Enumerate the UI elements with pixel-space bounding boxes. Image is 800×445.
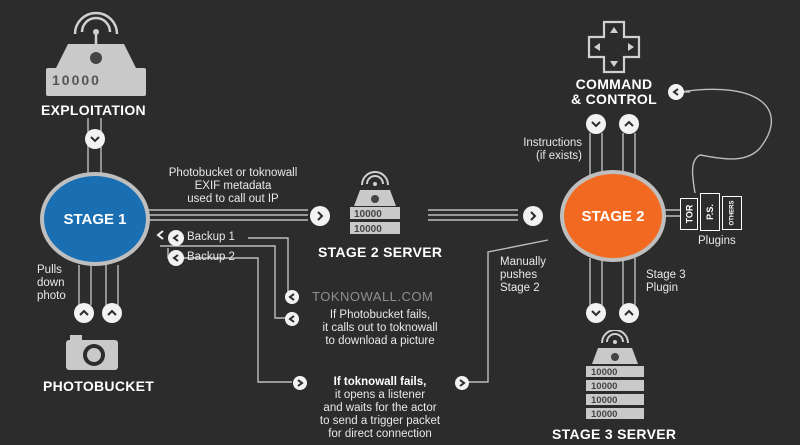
backup2-button[interactable] [168,250,184,266]
exploitation-server-icon [46,11,146,96]
stage2-server-icon: 10000 10000 [350,171,400,235]
chevron-left-icon [172,254,179,262]
toknowall-fail-right-button[interactable] [455,376,469,390]
exploitation-title: EXPLOITATION [41,102,146,118]
manually-pushes-label: Manually pushes Stage 2 [500,256,547,294]
chevron-left-icon [672,88,679,96]
dpad-icon [587,20,641,74]
backup2-label: Backup 2 [187,251,235,263]
toknowall-title: TOKNOWALL.COM [312,289,434,304]
chevron-down-icon [90,136,100,143]
stage1-label: STAGE 1 [63,210,127,228]
command-control-title: COMMAND & CONTROL [571,76,657,107]
pulls-down-label: Pulls down photo [37,264,66,302]
chevron-up-button[interactable] [619,303,639,323]
plugin-others: OTHERS [722,196,742,230]
stage1-circle: STAGE 1 [40,172,150,266]
chevron-left-icon [172,234,179,242]
photobucket-title: PHOTOBUCKET [43,378,155,394]
stage3-server-icon: 10000 10000 10000 10000 [586,330,644,420]
chevron-down-button[interactable] [85,129,105,149]
stage3-plugin-label: Stage 3 Plugin [646,269,686,294]
instructions-label: Instructions (if exists) [523,137,582,162]
chevron-up-icon [624,309,634,316]
command-control-button[interactable] [668,84,684,100]
chevron-left-icon [288,293,295,301]
chevron-down-button[interactable] [586,114,606,134]
chevron-right-icon [317,211,324,221]
chevron-down-icon [591,121,601,128]
chevron-right-icon [297,379,304,387]
chevron-down-icon [591,310,601,317]
stage3-server-display-3: 10000 [591,395,617,406]
photobucket-fail-label: If Photobucket fails, it calls out to to… [322,309,438,347]
chevron-up-button[interactable] [619,114,639,134]
chevron-left-icon [288,315,295,323]
stage2-circle: STAGE 2 [560,170,666,262]
camera-icon [66,335,118,370]
plugin-ps: P.S. [700,193,720,231]
plugins-label: Plugins [698,235,736,247]
exif-label: Photobucket or toknowall EXIF metadata u… [168,167,298,205]
chevron-up-button[interactable] [74,303,94,323]
stage2-server-display-1: 10000 [354,209,382,220]
chevron-down-button[interactable] [586,303,606,323]
chevron-up-icon [79,309,89,316]
stage2-label: STAGE 2 [581,207,645,225]
chevron-up-icon [624,120,634,127]
plugin-tor: TOR [680,198,698,230]
stage2-server-display-2: 10000 [354,224,382,235]
backup1-button[interactable] [168,230,184,246]
stage2-server-title: STAGE 2 SERVER [318,244,443,260]
stage3-server-display-2: 10000 [591,381,617,392]
chevron-right-button[interactable] [310,206,330,226]
toknowall-fail-button[interactable] [293,376,307,390]
toknowall-button[interactable] [285,290,299,304]
backup1-label: Backup 1 [187,231,235,243]
chevron-right-icon [459,379,466,387]
photobucket-fail-button[interactable] [285,312,299,326]
chevron-right-icon [530,211,537,221]
stage3-server-title: STAGE 3 SERVER [552,426,677,442]
chevron-right-button[interactable] [523,206,543,226]
backup1-arrow-icon [154,228,168,242]
chevron-up-button[interactable] [102,303,122,323]
exploitation-server-display: 10000 [52,72,101,88]
stage3-server-display-4: 10000 [591,409,617,420]
chevron-up-icon [107,309,117,316]
stage3-server-display-1: 10000 [591,367,617,378]
toknowall-fail-label: If toknowall fails, it opens a listener … [319,376,441,440]
